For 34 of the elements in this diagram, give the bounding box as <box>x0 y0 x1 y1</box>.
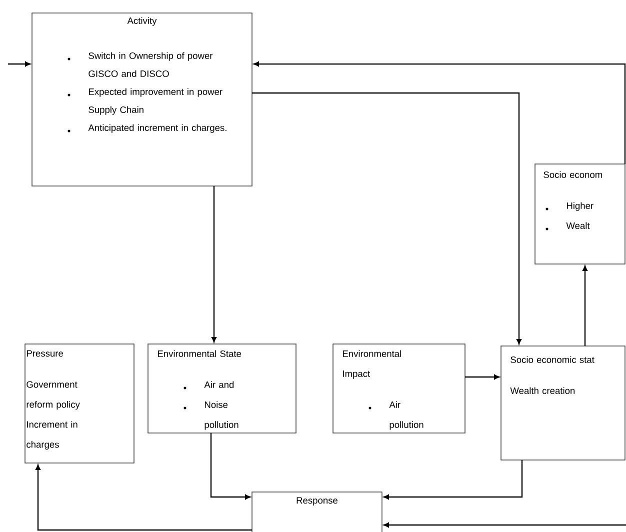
arrow <box>384 522 626 528</box>
box-text: Socio economic stat <box>510 356 594 364</box>
box-text: Wealth creation <box>510 387 575 394</box>
arrow <box>582 266 588 346</box>
box-text: Environmental Impact <box>342 350 402 379</box>
arrow <box>252 92 522 344</box>
bullet-item: Air and <box>184 381 234 390</box>
box-heading: Response <box>296 497 338 506</box>
bullet-item: Higher <box>546 202 594 211</box>
activity-box <box>32 12 252 186</box>
arrow <box>36 464 252 531</box>
box-text: Government reform policy Increment in charges <box>26 381 80 450</box>
response-box <box>252 492 382 532</box>
bullet-item: Anticipated increment in charges. <box>68 124 226 133</box>
bullet-item: Wealt <box>546 222 590 230</box>
text-box <box>24 344 134 464</box>
box-text: Environmental State <box>158 350 242 358</box>
arrow <box>212 186 216 342</box>
arrow <box>465 374 500 380</box>
arrow <box>254 62 626 164</box>
arrow <box>8 62 30 66</box>
bullet-item: Noise pollution <box>184 401 238 430</box>
box-heading: Activity <box>127 17 157 26</box>
text-box <box>332 344 466 434</box>
bullet-item: Air pollution <box>368 401 424 430</box>
text-box <box>148 344 296 434</box>
arrow <box>210 433 250 500</box>
bullet-item: Switch in Ownership of power GISCO and DISCO <box>68 52 213 78</box>
text-box <box>500 346 626 460</box>
box-text: Socio econom <box>544 171 602 178</box>
arrow <box>384 460 523 500</box>
box-text: Pressure <box>26 350 63 357</box>
text-box <box>534 164 626 264</box>
bullet-item: Expected improvement in power Supply Chain <box>68 88 222 115</box>
